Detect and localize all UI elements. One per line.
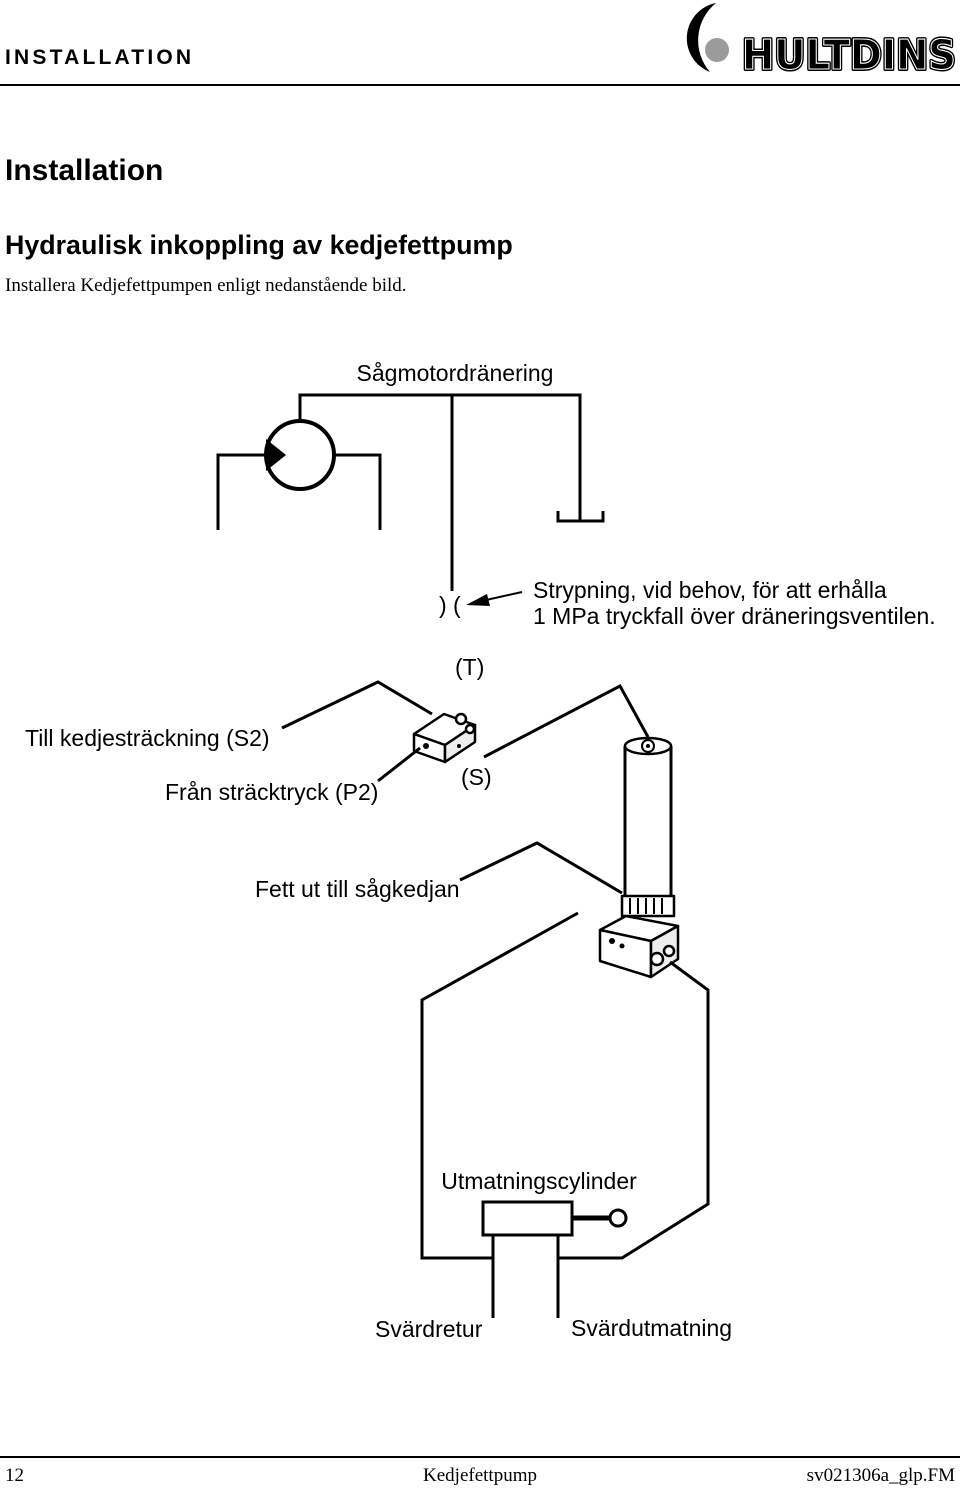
pump-cylinder-cap	[641, 739, 655, 753]
footer-file-name: sv021306a_glp.FM	[806, 1465, 955, 1486]
restriction-note-line1: Strypning, vid behov, för att erhålla	[533, 577, 887, 603]
output-cylinder-body	[481, 1200, 574, 1237]
logo-wordmark-outline: HULTDINS	[742, 31, 956, 79]
bar-output-label: Svärdutmatning	[571, 1315, 732, 1341]
pump-fitting	[649, 951, 665, 967]
section-label: INSTALLATION	[5, 46, 195, 69]
saw-motor-drain-label: Sågmotordränering	[357, 360, 554, 386]
supply-line-to-pump	[483, 683, 650, 759]
chain-tension-line	[281, 680, 433, 730]
pump-port-hole	[619, 943, 625, 949]
arrow-shaft	[485, 591, 523, 601]
saw-motor-symbol	[264, 419, 336, 491]
bar-return-label: Svärdretur	[375, 1316, 483, 1342]
tank-symbol	[556, 511, 605, 523]
pump-port-hole	[609, 938, 615, 944]
arrow-head-icon	[466, 594, 490, 606]
distribution-valve-block	[412, 712, 477, 764]
port-s-label: (S)	[461, 764, 492, 790]
logo-gray-ball	[705, 38, 729, 62]
pump-collar-ribs	[629, 898, 663, 914]
valve-port-hole	[457, 744, 461, 748]
page-number: 12	[5, 1465, 24, 1486]
grease-pump	[598, 736, 680, 979]
grease-out-line	[459, 841, 623, 895]
restriction-arrow	[466, 591, 523, 606]
port-t-label: (T)	[455, 654, 484, 680]
bar-return-loop-line	[420, 911, 579, 1260]
valve-port-hole	[423, 743, 429, 749]
output-cylinder-symbol	[481, 1200, 628, 1237]
valve-right-face	[443, 723, 477, 764]
bar-output-loop-line	[558, 960, 710, 1260]
valve-fitting	[454, 712, 468, 726]
pump-cylinder-cap-center	[646, 744, 650, 748]
pump-fitting	[662, 944, 676, 958]
company-logo: HULTDINS HULTDINS	[686, 3, 958, 81]
logo-crescent-mark	[686, 3, 716, 72]
restriction-note-line2: 1 MPa tryckfall över dräneringsventilen.	[533, 603, 936, 629]
from-tension-pressure-label: Från sträcktryck (P2)	[165, 779, 378, 805]
output-cylinder-rod-end	[608, 1208, 628, 1228]
output-cylinder-label: Utmatningscylinder	[441, 1168, 637, 1194]
grease-out-label: Fett ut till sågkedjan	[255, 876, 460, 902]
to-chain-tension-label: Till kedjesträckning (S2)	[25, 725, 270, 751]
page-subtitle: Hydraulisk inkoppling av kedjefettpump	[5, 230, 513, 260]
motor-left-line	[216, 453, 266, 530]
logo-wordmark: HULTDINS	[742, 31, 956, 79]
intro-text: Installera Kedjefettpumpen enligt nedans…	[5, 275, 407, 296]
restriction-symbol: ) (	[439, 592, 461, 618]
motor-direction-triangle	[266, 439, 286, 471]
hydraulic-diagram: Sågmotordränering ) ( Strypning, vid beh…	[25, 360, 936, 1342]
valve-fitting	[464, 723, 476, 735]
footer-document-title: Kedjefettpump	[423, 1465, 537, 1486]
drain-header-line	[298, 393, 582, 521]
page-title: Installation	[5, 154, 164, 187]
pump-cylinder-body	[623, 746, 673, 896]
footer-rule	[0, 1456, 960, 1458]
motor-right-line	[334, 453, 382, 530]
tension-pressure-line	[377, 746, 421, 783]
header-rule	[0, 84, 960, 86]
